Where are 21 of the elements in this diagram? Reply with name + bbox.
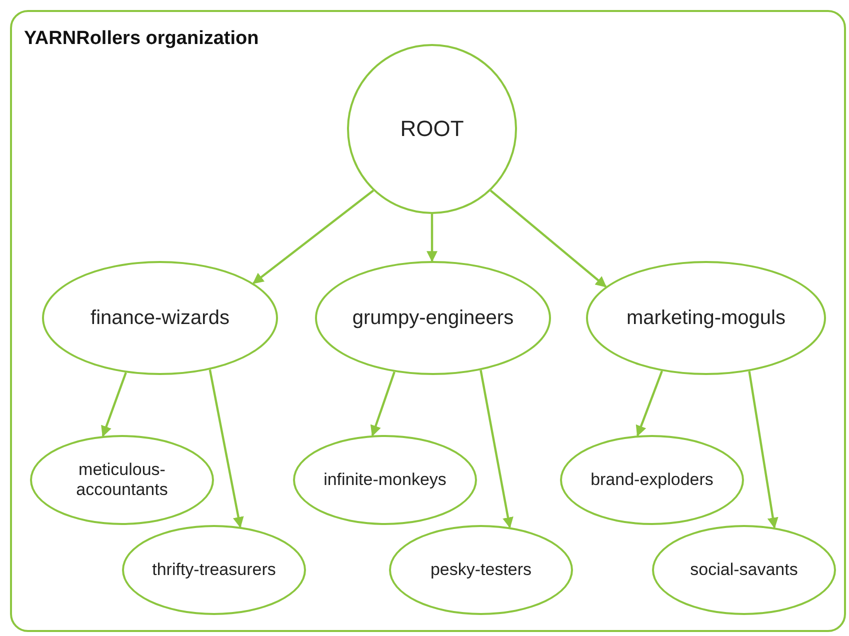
node-label: grumpy-engineers <box>351 306 515 330</box>
arrow <box>252 190 374 284</box>
node-label: marketing-moguls <box>626 306 786 330</box>
node-label: brand-exploders <box>590 470 714 490</box>
node-label: ROOT <box>399 116 465 142</box>
arrow <box>370 372 396 436</box>
node-label: finance-wizards <box>90 306 230 330</box>
frame-title: YARNRollers organization <box>24 28 259 50</box>
node-label: social-savants <box>689 560 799 580</box>
arrow <box>208 369 244 528</box>
arrow <box>490 190 607 288</box>
node-label: meticulous-accountants <box>75 460 169 500</box>
node-label: pesky-testers <box>429 560 533 580</box>
arrow <box>748 371 778 529</box>
arrow <box>426 214 438 262</box>
arrow <box>480 370 514 528</box>
arrow <box>636 370 663 437</box>
arrow <box>101 372 127 438</box>
organization-frame <box>10 10 846 632</box>
node-label: infinite-monkeys <box>322 470 448 490</box>
node-label: thrifty-treasurers <box>151 560 277 580</box>
